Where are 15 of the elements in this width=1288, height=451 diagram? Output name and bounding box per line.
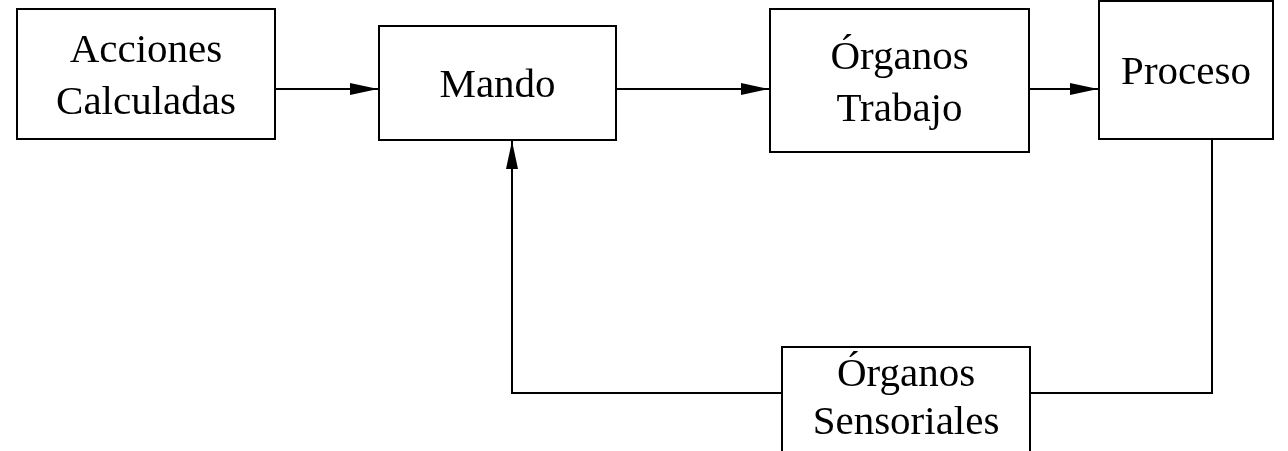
process-box [1098,0,1274,140]
arrow [275,83,379,95]
box-label: Órganos Sensoriales [811,348,1001,444]
process-box [781,346,1031,451]
box-label: Acciones Calculadas [55,24,237,125]
arrow [616,83,770,95]
process-box [378,25,617,141]
box-label: Mando [439,59,556,108]
connector-line [1030,139,1213,394]
box-label: Proceso [1121,46,1251,95]
arrow [1029,83,1099,95]
process-box [769,8,1030,153]
arrow [506,140,782,394]
process-box [16,8,276,140]
box-label: Órganos Trabajo [829,30,970,132]
